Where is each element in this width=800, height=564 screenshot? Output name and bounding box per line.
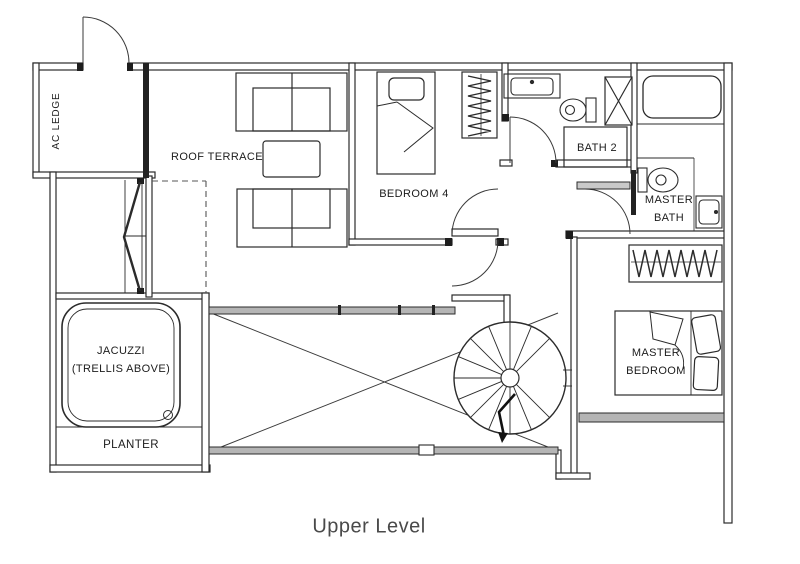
- void-railings: [208, 306, 725, 455]
- sink-master-bath: [695, 195, 723, 229]
- stair-arrow-head: [498, 432, 508, 443]
- pillow: [692, 355, 720, 392]
- blanket-fold: [649, 311, 684, 346]
- railing-gate: [418, 444, 435, 456]
- label-trellis-note: (TRELLIS ABOVE): [71, 363, 171, 375]
- label-bedroom-4: BEDROOM 4: [379, 188, 449, 200]
- label-master-bedroom-line1: MASTER: [631, 347, 681, 359]
- label-jacuzzi: JACUZZI (TRELLIS ABOVE): [72, 342, 170, 378]
- shower-bath2: [563, 126, 628, 168]
- door-jambs: [77, 63, 573, 294]
- master-bath-door-leaf: [576, 181, 631, 190]
- label-roof-terrace: ROOF TERRACE: [171, 151, 263, 163]
- label-ac-ledge: AC LEDGE: [51, 92, 62, 150]
- bifold-door: [122, 180, 146, 293]
- toilet-bath2: [559, 97, 597, 123]
- master-bath-door: [584, 188, 631, 235]
- solid-walls: [143, 63, 636, 215]
- label-master-bath-line1: MASTER: [644, 194, 694, 206]
- faucet-dot: [529, 79, 535, 85]
- toilet-master-bath: [637, 167, 679, 193]
- master-bedroom-window-band: [578, 412, 725, 423]
- wardrobe-master: [628, 244, 723, 283]
- bedroom4-door: [451, 188, 499, 287]
- sofa-top: [235, 72, 348, 132]
- vanity-bath2: [503, 73, 561, 99]
- terrace-entry-door: [82, 16, 130, 64]
- label-bath-2: BATH 2: [576, 142, 618, 154]
- bathtub: [637, 75, 724, 231]
- bed-master: [614, 310, 723, 396]
- plan-caption: Upper Level: [312, 515, 426, 538]
- stair-direction-arrow: [497, 393, 516, 437]
- bath2-door: [509, 116, 557, 164]
- coffee-table: [262, 140, 321, 178]
- walls: [32, 62, 733, 524]
- label-master-bedroom: MASTER BEDROOM: [626, 344, 686, 380]
- label-master-bath: MASTER BATH: [645, 191, 693, 227]
- label-master-bedroom-line2: BEDROOM: [626, 365, 686, 377]
- label-master-bath-line2: BATH: [653, 212, 685, 224]
- railing-posts: [338, 305, 435, 315]
- pillow: [691, 314, 722, 355]
- label-jacuzzi-text: JACUZZI: [96, 345, 146, 357]
- wardrobe-bedroom4: [461, 71, 498, 139]
- bed-bedroom4: [376, 71, 436, 175]
- label-planter: PLANTER: [103, 439, 159, 451]
- canopy-dashed-line: [152, 180, 207, 293]
- pillow: [388, 77, 425, 101]
- spiral-staircase: [453, 321, 572, 443]
- door-swings: [82, 16, 631, 287]
- duct-shaft: [604, 76, 633, 126]
- sofa-bottom: [236, 188, 348, 248]
